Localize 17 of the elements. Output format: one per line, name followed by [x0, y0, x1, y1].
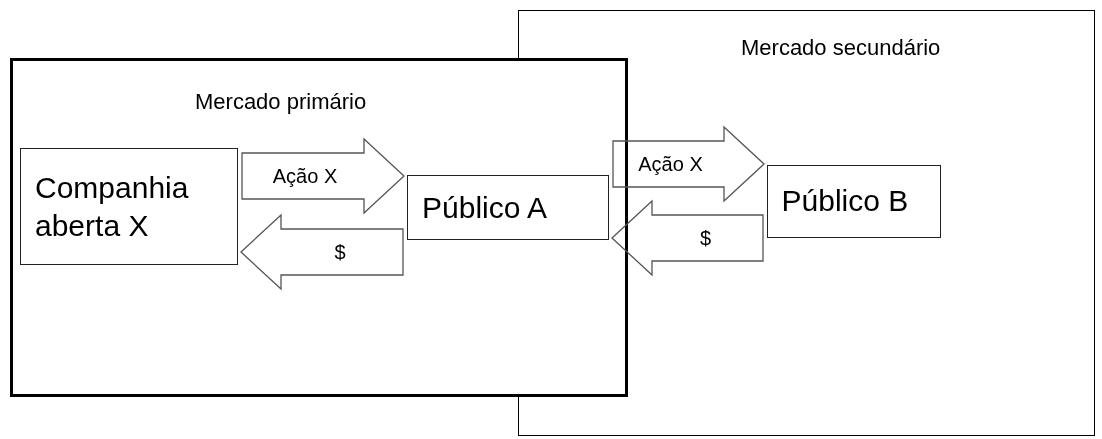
entity-box [20, 148, 238, 265]
entity-label: Público A [422, 189, 548, 226]
block-arrow [240, 213, 404, 291]
entity-label: Companhia aberta X [35, 170, 190, 244]
edge-label: $ [699, 226, 712, 250]
entity-label: Público B [781, 183, 909, 220]
market-heading: Mercado secundário [741, 35, 941, 61]
edge-label: $ [334, 240, 346, 264]
block-arrow [241, 137, 405, 215]
edge-label: Ação X [638, 152, 703, 176]
edge-label: Ação X [272, 164, 338, 188]
block-arrow [612, 125, 765, 203]
market-heading: Mercado primário [195, 89, 367, 115]
entity-box [407, 175, 609, 240]
entity-box [766, 164, 941, 238]
market-frame [10, 58, 628, 397]
block-arrow [611, 199, 764, 277]
